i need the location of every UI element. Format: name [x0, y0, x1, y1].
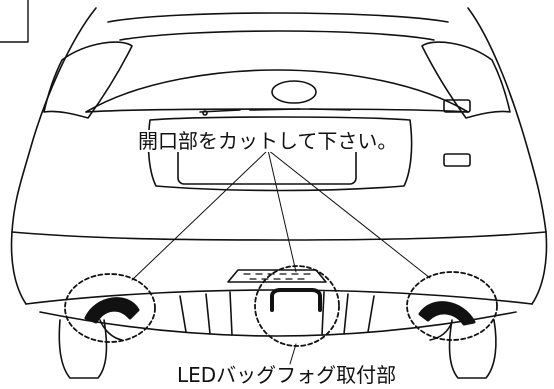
rear-window-inner [119, 30, 435, 41]
rear-window [107, 12, 449, 23]
right-cut-area-ellipse [406, 271, 498, 341]
bumper-side-right [531, 231, 548, 305]
right-exhaust [418, 301, 476, 326]
corner-frame [0, 0, 29, 43]
left-exhaust [84, 297, 140, 324]
plate-recess-outer [147, 116, 413, 192]
leader-line-bottom [289, 343, 297, 365]
left-cut-area-ellipse [64, 273, 156, 343]
center-cut-area-ellipse [254, 265, 340, 347]
diffuser-lower [39, 311, 517, 337]
bumper-top [11, 231, 547, 241]
left-taillight [43, 41, 133, 119]
camera-dot [202, 110, 208, 116]
diffuser-fins [179, 291, 375, 336]
leader-line-center [267, 149, 297, 273]
right-taillight [421, 41, 511, 119]
grille-mesh-cells [243, 273, 311, 280]
leader-line-left [131, 149, 269, 281]
left-exhaust-inner [99, 319, 123, 341]
leader-line-right [267, 149, 431, 279]
fog-light-bracket [270, 288, 322, 312]
bumper-side-left [10, 231, 27, 305]
right-exhaust-inner [429, 321, 453, 341]
right-tag-lower [443, 153, 471, 167]
right-tire [448, 319, 497, 379]
grille-mesh [227, 269, 327, 283]
emblem [271, 80, 317, 104]
led-fog-mount-label: LEDバッグフォグ取付部 [175, 363, 399, 387]
body-outline-left [11, 7, 97, 233]
left-tire [58, 319, 108, 379]
right-tag-upper [443, 99, 471, 113]
tailgate-top [85, 69, 469, 113]
body-outline-right [467, 7, 547, 233]
cut-instruction-label: 開口部をカットして下さい。 [136, 129, 400, 153]
